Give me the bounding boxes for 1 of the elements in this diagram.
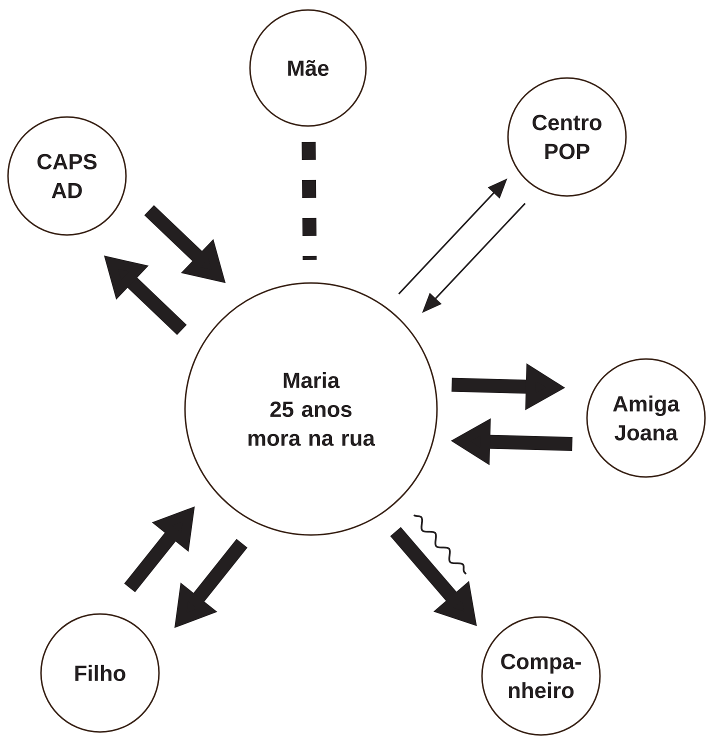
dashed-line	[302, 142, 317, 260]
